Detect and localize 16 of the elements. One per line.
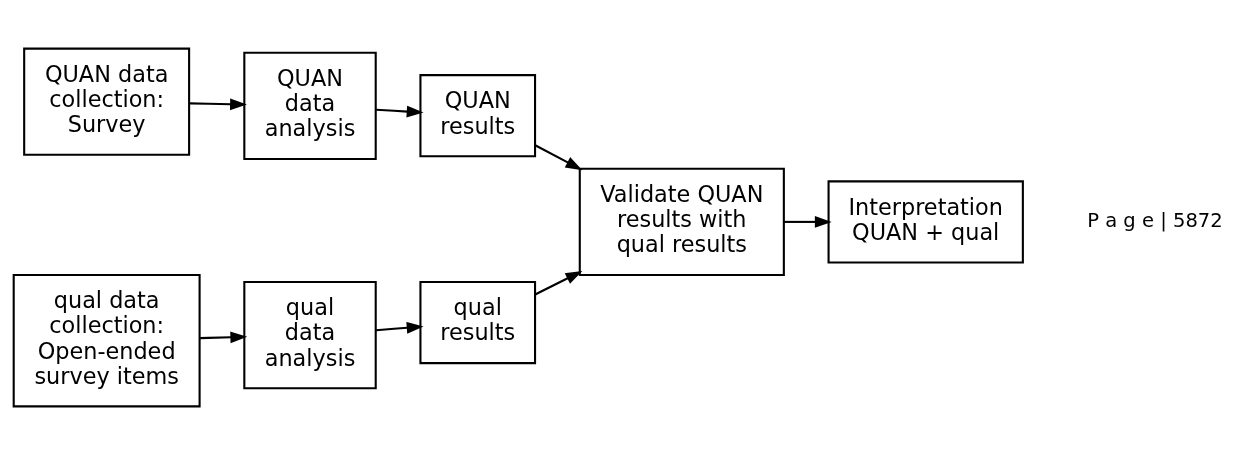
arrow	[200, 331, 248, 344]
arrow	[376, 322, 424, 334]
node-box: Interpretation QUAN + qual	[827, 180, 1024, 264]
node-box: QUAN data analysis	[243, 51, 377, 161]
arrow	[534, 144, 583, 171]
arrow	[189, 98, 247, 111]
node-box: qual data analysis	[243, 280, 377, 390]
arrow	[534, 270, 583, 296]
arrow	[376, 105, 424, 118]
node-box: QUAN data collection: Survey	[23, 47, 191, 156]
node-box: Validate QUAN results with qual results	[578, 167, 785, 277]
node-box: QUAN results	[419, 74, 537, 158]
node-box: qual data collection: Open-ended survey items	[12, 273, 201, 408]
node-box: qual results	[419, 280, 537, 365]
arrow	[784, 216, 832, 228]
label: P a g e | 5872	[1087, 209, 1223, 233]
